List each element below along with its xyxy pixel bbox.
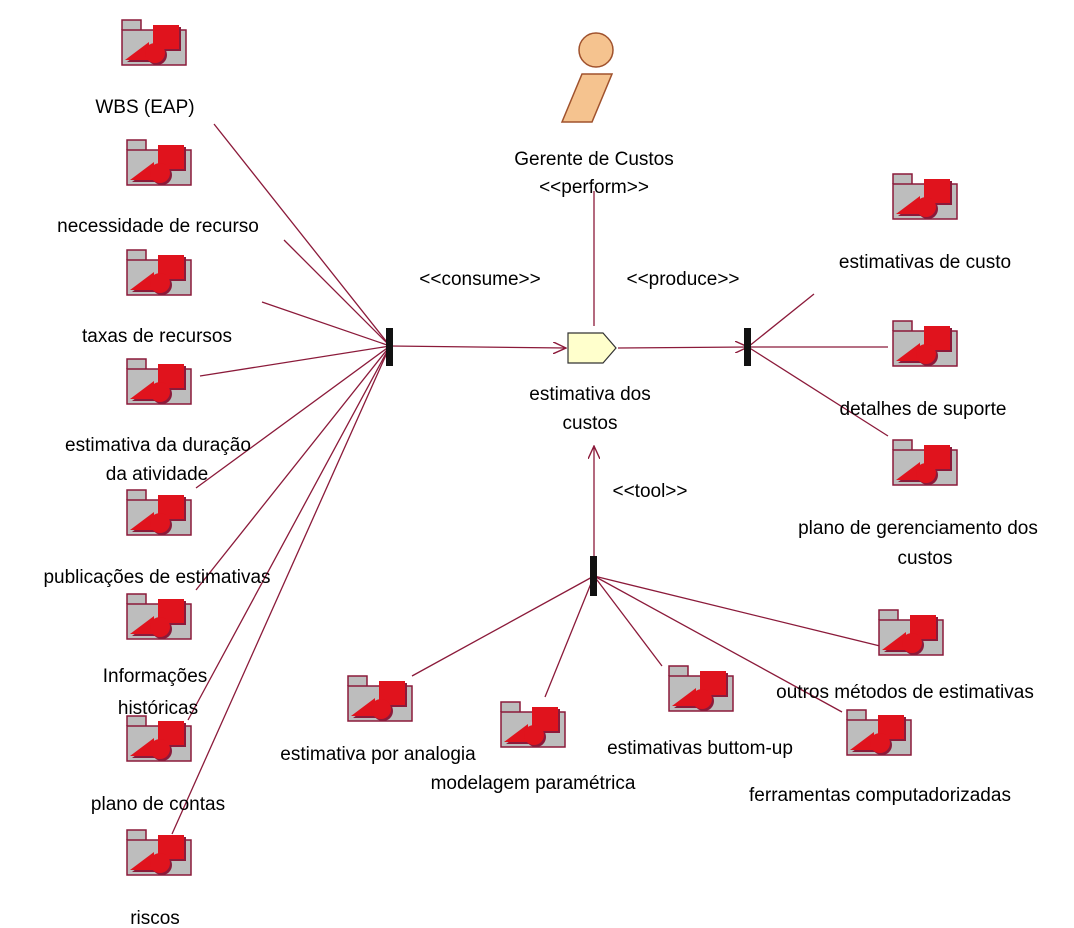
- tool-artifact-buttom-up[interactable]: estimativas buttom-up: [607, 665, 793, 759]
- artifact-icon: [500, 701, 566, 748]
- artifact-icon: [892, 439, 958, 486]
- artifact-label: plano de gerenciamento dos: [798, 518, 1038, 539]
- artifact-label: estimativa por analogia: [280, 744, 476, 765]
- artifact-label: estimativa da duração: [65, 435, 251, 456]
- artifact-label: Informações: [103, 666, 208, 687]
- output-artifact-detalhes[interactable]: detalhes de suporte: [840, 320, 1007, 420]
- produce-sync-bar: [744, 328, 751, 366]
- connector-riscos: [171, 345, 391, 835]
- worker-icon[interactable]: [560, 32, 614, 123]
- artifact-label: outros métodos de estimativas: [776, 682, 1034, 703]
- tool-artifact-parametrica[interactable]: modelagem paramétrica: [431, 701, 636, 794]
- artifact-icon: [668, 665, 734, 712]
- tool-stereotype: <<tool>>: [612, 481, 687, 502]
- actor-head: [578, 32, 614, 68]
- consume-arrow: [389, 346, 566, 348]
- artifact-label: ferramentas computadorizadas: [749, 785, 1011, 806]
- artifact-icon: [878, 609, 944, 656]
- input-artifact-duracao[interactable]: estimativa da duração da atividade: [65, 358, 251, 485]
- input-artifact-historicas[interactable]: Informações históricas: [103, 593, 208, 719]
- tool-artifact-analogia[interactable]: estimativa por analogia: [280, 675, 476, 765]
- artifact-icon: [126, 358, 192, 405]
- input-artifact-wbs[interactable]: WBS (EAP): [95, 19, 195, 118]
- artifact-label: modelagem paramétrica: [431, 773, 636, 794]
- connector-necessidade: [283, 239, 391, 347]
- actor-name: Gerente de Custos: [514, 149, 673, 170]
- input-connectors: [171, 123, 391, 835]
- connector-taxas: [261, 301, 391, 347]
- connector-outros: [593, 575, 881, 647]
- artifact-label: detalhes de suporte: [840, 399, 1007, 420]
- connector-analogia: [411, 575, 595, 677]
- artifact-label: riscos: [130, 908, 180, 928]
- produce-arrow: [617, 347, 748, 348]
- artifact-label: plano de contas: [91, 794, 225, 815]
- artifact-label: publicações de estimativas: [43, 567, 270, 588]
- artifact-icon: [126, 829, 192, 876]
- artifact-label-line2: custos: [898, 548, 953, 569]
- output-artifact-plano-gerenciamento[interactable]: plano de gerenciamento dos custos: [798, 439, 1038, 569]
- artifact-icon: [892, 320, 958, 367]
- artifact-icon: [121, 19, 187, 66]
- artifact-label: WBS (EAP): [95, 97, 194, 118]
- activity-label-line1: estimativa dos: [529, 384, 650, 405]
- artifact-label: taxas de recursos: [82, 326, 232, 347]
- artifact-label-line2: históricas: [118, 698, 198, 719]
- actor-body: [560, 73, 614, 123]
- tool-artifact-outros[interactable]: outros métodos de estimativas: [776, 609, 1034, 703]
- tool-artifact-ferramentas[interactable]: ferramentas computadorizadas: [749, 709, 1011, 806]
- output-artifact-estimativas-custo[interactable]: estimativas de custo: [839, 173, 1011, 273]
- artifact-label: necessidade de recurso: [57, 216, 259, 237]
- produce-stereotype: <<produce>>: [626, 269, 739, 290]
- connector-publicacoes: [195, 345, 391, 489]
- artifact-icon: [126, 139, 192, 186]
- connector-ferramentas: [593, 575, 843, 713]
- input-artifact-publicacoes[interactable]: publicações de estimativas: [43, 489, 271, 588]
- connector-wbs: [213, 123, 391, 347]
- artifact-icon: [846, 709, 912, 756]
- connector-parametrica: [544, 575, 595, 698]
- artifact-label: estimativas de custo: [839, 252, 1011, 273]
- perform-stereotype: <<perform>>: [539, 177, 649, 198]
- input-artifact-plano-contas[interactable]: plano de contas: [91, 715, 225, 815]
- consume-stereotype: <<consume>>: [419, 269, 540, 290]
- connector-duracao: [199, 345, 391, 377]
- connector-plano-contas: [187, 345, 391, 721]
- input-artifact-taxas[interactable]: taxas de recursos: [82, 249, 232, 347]
- artifact-label-line2: da atividade: [106, 464, 208, 485]
- consume-sync-bar: [386, 328, 393, 366]
- artifact-icon: [347, 675, 413, 722]
- output-connectors: [747, 293, 889, 437]
- artifact-icon: [126, 249, 192, 296]
- artifact-label: estimativas buttom-up: [607, 738, 793, 759]
- artifact-icon: [892, 173, 958, 220]
- artifact-icon: [126, 489, 192, 536]
- activity-label-line2: custos: [563, 413, 618, 434]
- connector-buttom-up: [593, 575, 663, 667]
- connector-plano-gerenciamento: [747, 346, 889, 437]
- input-artifact-riscos[interactable]: riscos: [126, 829, 192, 928]
- tool-sync-bar: [590, 556, 597, 596]
- artifact-icon: [126, 715, 192, 762]
- tool-connectors: [411, 575, 881, 713]
- connector-historicas: [195, 345, 391, 591]
- connector-estimativas-custo: [747, 293, 815, 348]
- activity-node[interactable]: [567, 332, 617, 364]
- input-artifact-necessidade[interactable]: necessidade de recurso: [57, 139, 259, 237]
- artifact-icon: [126, 593, 192, 640]
